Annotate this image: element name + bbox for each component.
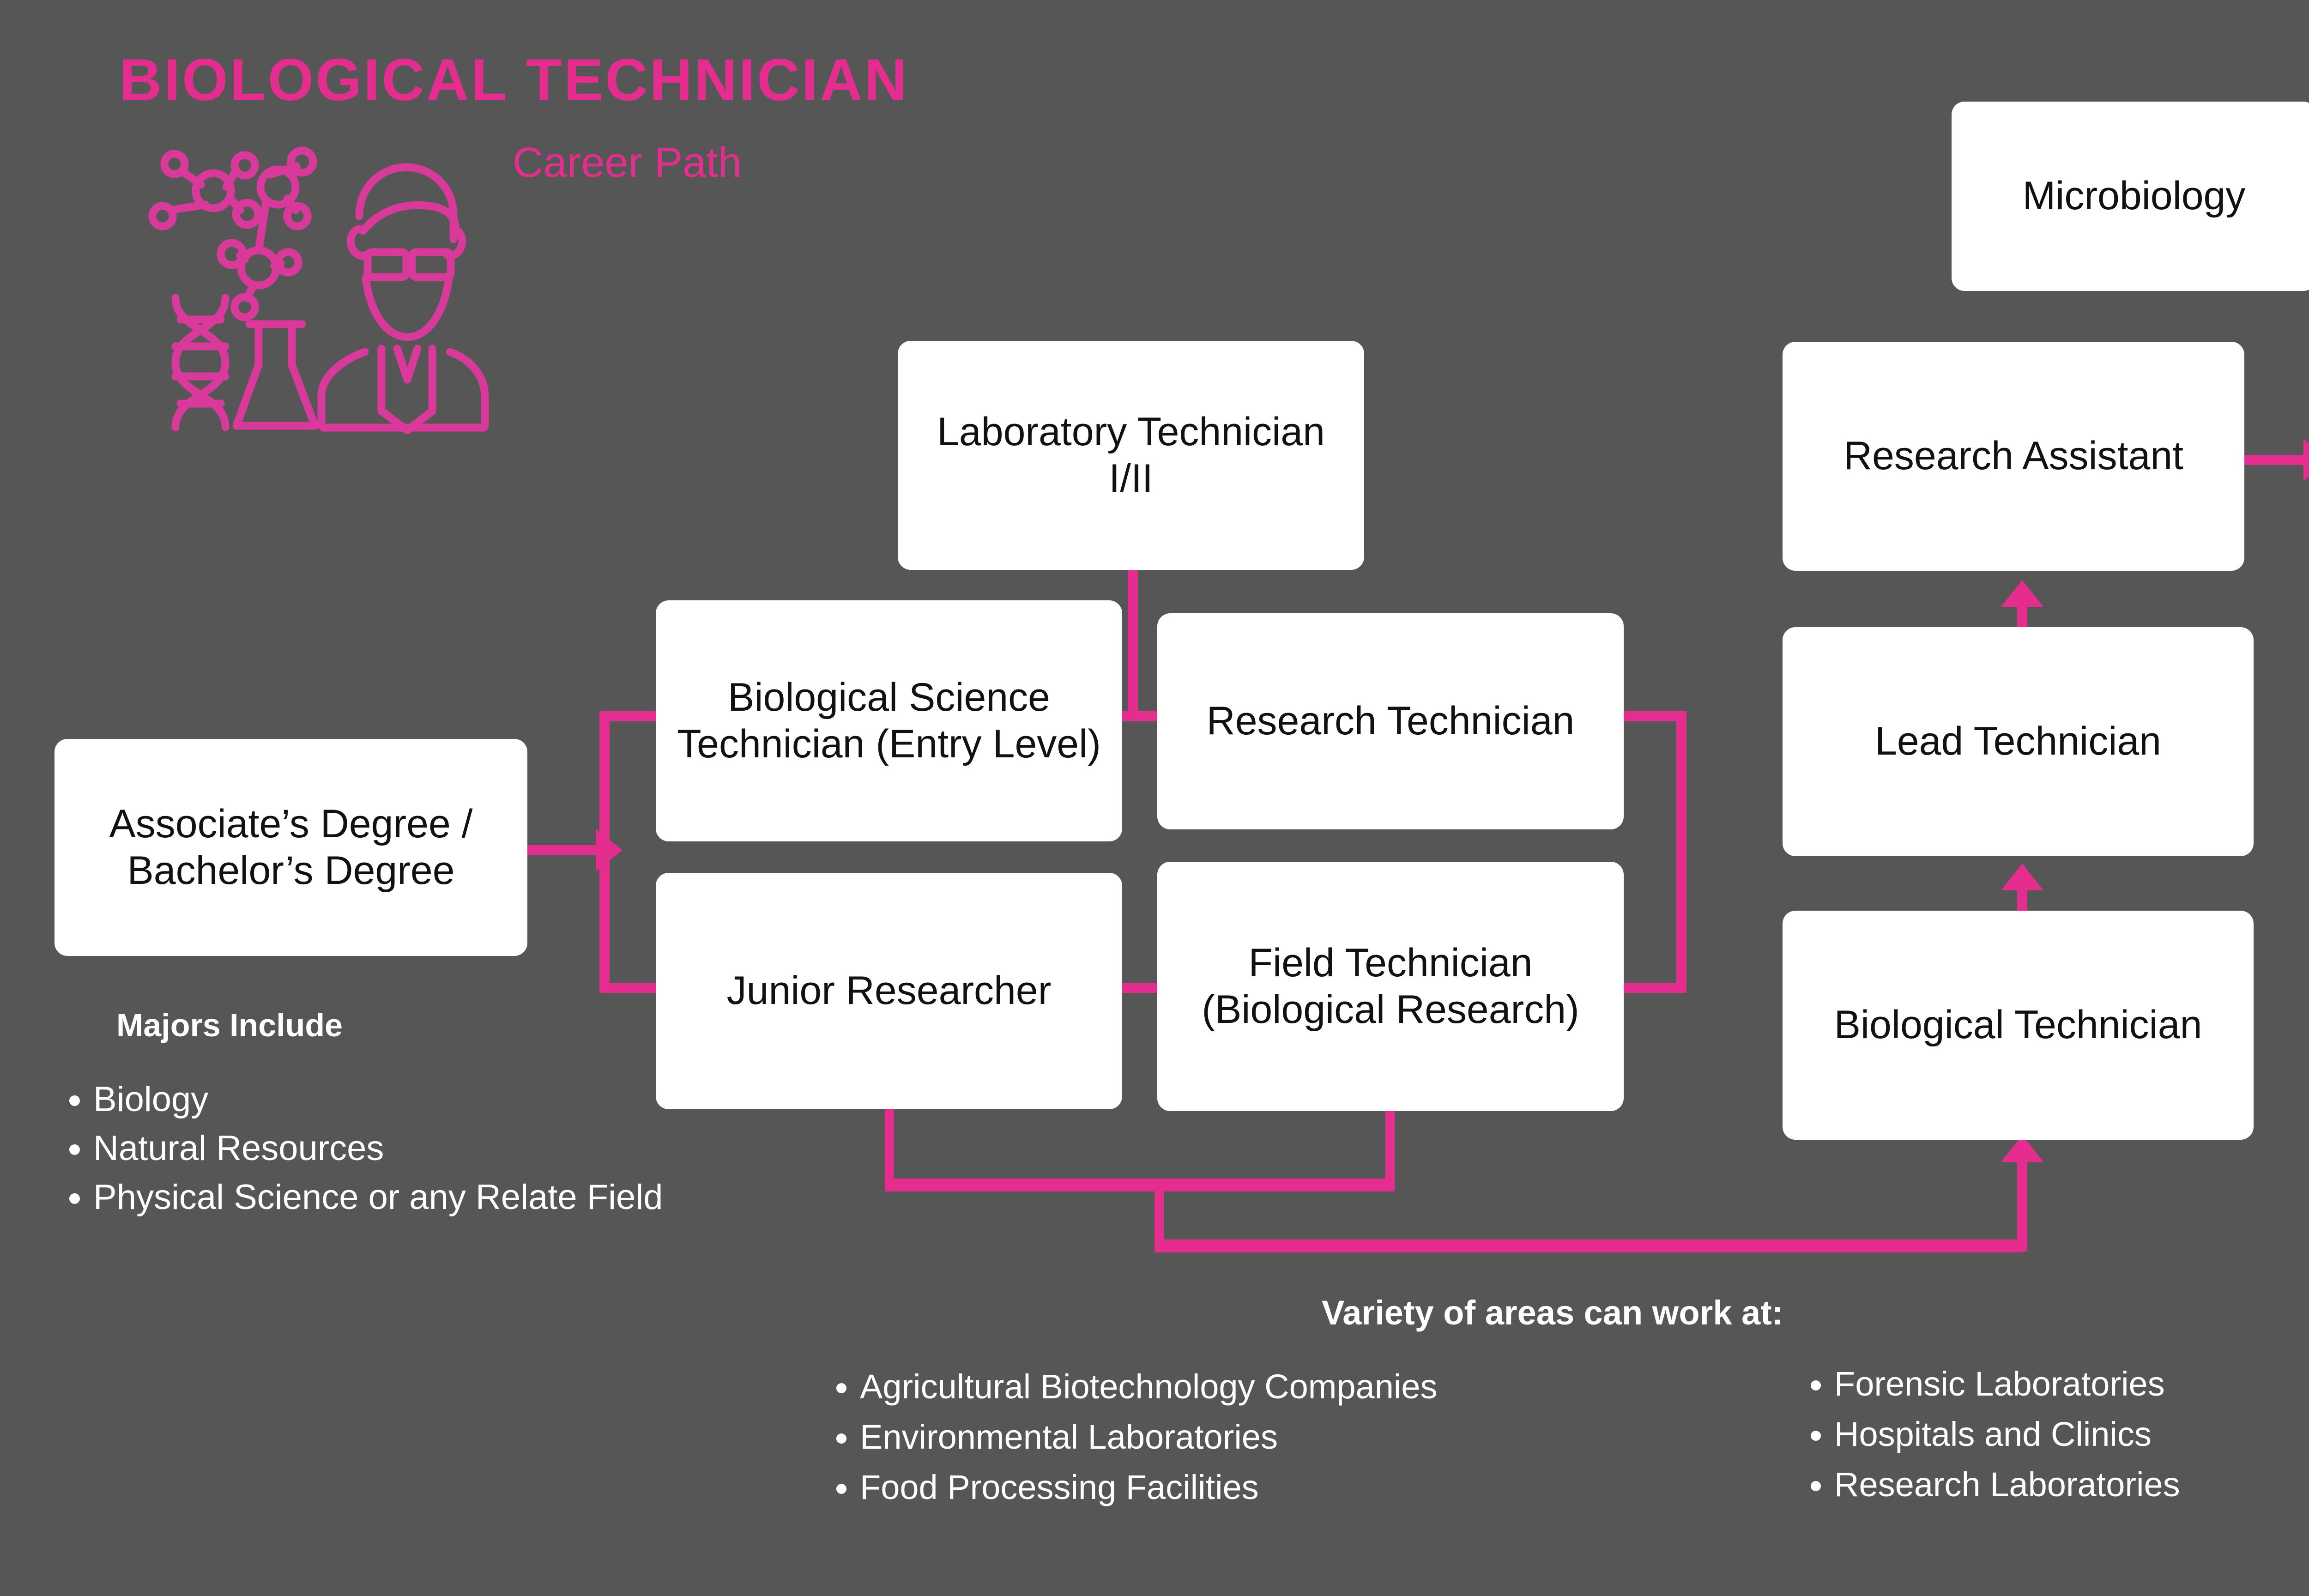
bracket-vertical-left xyxy=(599,711,610,993)
arrowhead-to-specialization xyxy=(2303,439,2309,481)
node-lead-technician[interactable]: Lead Technician xyxy=(1783,627,2254,856)
majors-list: Biology Natural Resources Physical Scien… xyxy=(65,1076,665,1222)
node-field-technician-label: Field Technician (Biological Research) xyxy=(1202,940,1579,1032)
node-biological-science-technician[interactable]: Biological Science Technician (Entry Lev… xyxy=(656,600,1122,841)
connector-junior-to-field xyxy=(1118,983,1168,993)
node-biological-technician-label: Biological Technician xyxy=(1834,1003,2202,1047)
connector-labtech-down xyxy=(1128,569,1138,721)
list-item: Biology xyxy=(93,1076,665,1123)
right-bracket-vertical xyxy=(1676,711,1686,993)
right-bracket-top xyxy=(1621,711,1686,721)
node-research-technician[interactable]: Research Technician xyxy=(1157,613,1624,829)
bracket-top-to-bio-science xyxy=(599,711,659,721)
node-degree[interactable]: Associate’s Degree / Bachelor’s Degree xyxy=(54,739,527,956)
connector-degree-to-bracket xyxy=(526,845,610,855)
list-item: Research Laboratories xyxy=(1834,1460,2309,1509)
arrowhead-to-research-assistant xyxy=(2001,580,2043,607)
work-areas-left-list: Agricultural Biotechnology Companies Env… xyxy=(831,1362,1778,1513)
list-item: Natural Resources xyxy=(93,1125,665,1172)
node-microbiology[interactable]: Microbiology xyxy=(1952,102,2309,291)
node-research-technician-label: Research Technician xyxy=(1206,699,1575,744)
list-item: Hospitals and Clinics xyxy=(1834,1410,2309,1458)
node-research-assistant-label: Research Assistant xyxy=(1843,434,2184,478)
bottom-bracket-horizontal xyxy=(885,1179,1395,1191)
node-biological-science-technician-label: Biological Science Technician (Entry Lev… xyxy=(677,675,1101,766)
list-item: Physical Science or any Relate Field xyxy=(93,1174,665,1221)
list-item: Agricultural Biotechnology Companies xyxy=(860,1362,1778,1411)
list-item: Forensic Laboratories xyxy=(1834,1360,2309,1408)
majors-heading: Majors Include xyxy=(116,1007,343,1043)
connector-up-to-biological-tech xyxy=(2017,1155,2027,1251)
node-lead-technician-label: Lead Technician xyxy=(1874,719,2161,764)
node-microbiology-label: Microbiology xyxy=(2022,174,2246,218)
arrowhead-to-lead-technician xyxy=(2001,864,2043,890)
page-subtitle: Career Path xyxy=(513,139,742,186)
work-areas-heading: Variety of areas can work at: xyxy=(1322,1294,1783,1332)
node-degree-label: Associate’s Degree / Bachelor’s Degree xyxy=(109,801,473,893)
bottom-drop-field xyxy=(1385,1108,1395,1187)
bottom-drop-junior xyxy=(885,1108,894,1187)
bracket-bottom-to-junior xyxy=(599,983,659,993)
node-field-technician[interactable]: Field Technician (Biological Research) xyxy=(1157,862,1624,1111)
node-biological-technician[interactable]: Biological Technician xyxy=(1783,911,2254,1140)
connector-researchassistant-to-specialization xyxy=(2243,455,2309,465)
node-junior-researcher[interactable]: Junior Researcher xyxy=(656,873,1122,1109)
node-laboratory-technician[interactable]: Laboratory Technician I/II xyxy=(898,341,1364,570)
node-research-assistant[interactable]: Research Assistant xyxy=(1783,342,2244,571)
list-item: Environmental Laboratories xyxy=(860,1413,1778,1461)
right-bracket-bottom xyxy=(1621,983,1686,993)
connector-bioscience-to-researchtech xyxy=(1118,711,1168,721)
node-laboratory-technician-label: Laboratory Technician I/II xyxy=(937,409,1325,501)
list-item: Food Processing Facilities xyxy=(860,1463,1778,1511)
page-title: BIOLOGICAL TECHNICIAN xyxy=(119,47,909,113)
node-junior-researcher-label: Junior Researcher xyxy=(726,968,1052,1013)
work-areas-right-list: Forensic Laboratories Hospitals and Clin… xyxy=(1806,1360,2309,1511)
bottom-riser-vertical xyxy=(1154,1179,1164,1249)
biological-technician-icon xyxy=(148,146,489,434)
bottom-long-horizontal xyxy=(1154,1239,2023,1252)
